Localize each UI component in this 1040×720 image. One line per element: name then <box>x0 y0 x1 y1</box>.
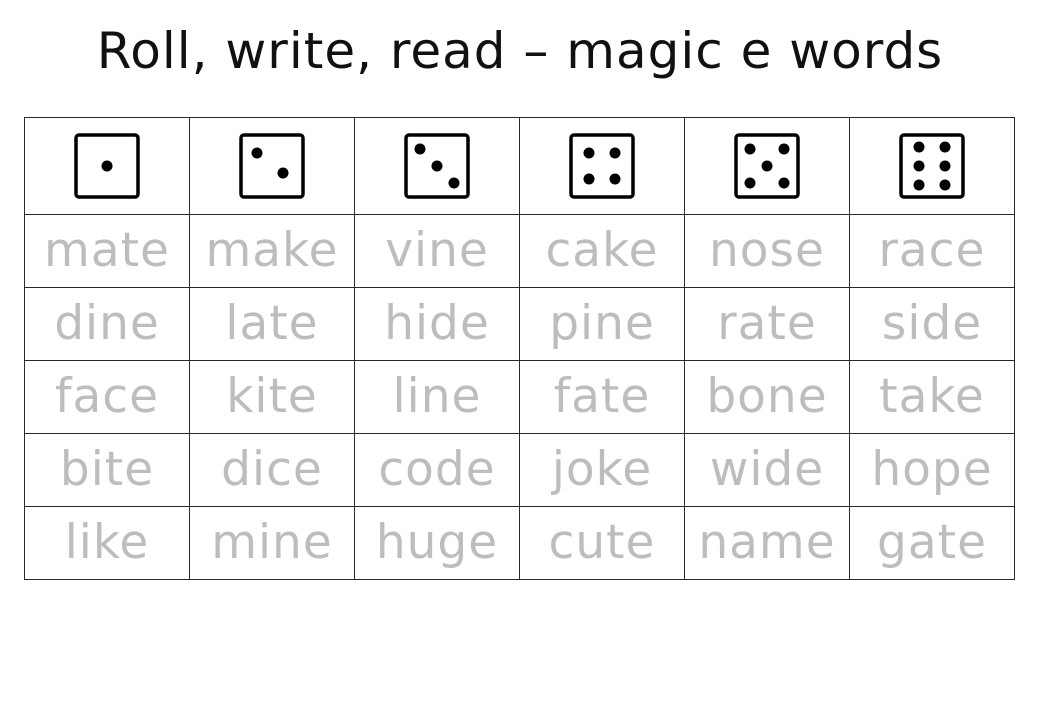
die-face-1-icon <box>74 133 140 199</box>
word-cell: fate <box>519 360 685 434</box>
word-cell: bite <box>24 433 190 507</box>
trace-word: huge <box>375 515 499 570</box>
trace-word: like <box>64 515 150 570</box>
die-cell <box>354 117 520 215</box>
trace-word: line <box>392 369 482 424</box>
trace-word: dine <box>54 296 160 351</box>
word-cell: rate <box>684 287 850 361</box>
word-cell: vine <box>354 214 520 288</box>
word-row-5: like mine huge cute name gate <box>24 506 1015 580</box>
die-face-6-icon <box>899 133 965 199</box>
word-cell: name <box>684 506 850 580</box>
worksheet-title: Roll, write, read – magic e words <box>96 22 944 80</box>
word-cell: huge <box>354 506 520 580</box>
trace-word: mine <box>211 515 333 570</box>
dice-header-row <box>24 117 1015 215</box>
die-cell <box>849 117 1015 215</box>
die-face-5-icon <box>734 133 800 199</box>
word-cell: race <box>849 214 1015 288</box>
trace-word: name <box>698 515 836 570</box>
die-cell <box>684 117 850 215</box>
word-cell: wide <box>684 433 850 507</box>
word-cell: joke <box>519 433 685 507</box>
word-cell: nose <box>684 214 850 288</box>
die-cell <box>24 117 190 215</box>
trace-word: kite <box>226 369 318 424</box>
trace-word: race <box>878 223 986 278</box>
word-cell: mine <box>189 506 355 580</box>
word-cell: code <box>354 433 520 507</box>
word-cell: dice <box>189 433 355 507</box>
die-face-3-icon <box>404 133 470 199</box>
word-cell: pine <box>519 287 685 361</box>
word-grid: mate make vine cake nose race dine late … <box>24 117 1015 580</box>
trace-word: nose <box>709 223 825 278</box>
trace-word: bone <box>706 369 828 424</box>
die-cell <box>189 117 355 215</box>
die-face-2-icon <box>239 133 305 199</box>
die-cell <box>519 117 685 215</box>
trace-word: make <box>205 223 339 278</box>
word-cell: hide <box>354 287 520 361</box>
trace-word: joke <box>551 442 653 497</box>
trace-word: cake <box>545 223 659 278</box>
word-cell: face <box>24 360 190 434</box>
word-row-4: bite dice code joke wide hope <box>24 433 1015 507</box>
trace-word: hope <box>871 442 993 497</box>
trace-word: mate <box>44 223 170 278</box>
trace-word: pine <box>549 296 655 351</box>
word-row-3: face kite line fate bone take <box>24 360 1015 434</box>
trace-word: gate <box>877 515 987 570</box>
trace-word: code <box>378 442 496 497</box>
trace-word: hide <box>384 296 490 351</box>
word-row-2: dine late hide pine rate side <box>24 287 1015 361</box>
trace-word: dice <box>221 442 323 497</box>
word-cell: hope <box>849 433 1015 507</box>
word-cell: kite <box>189 360 355 434</box>
trace-word: take <box>879 369 985 424</box>
word-cell: line <box>354 360 520 434</box>
word-cell: mate <box>24 214 190 288</box>
word-cell: bone <box>684 360 850 434</box>
trace-word: rate <box>717 296 817 351</box>
word-cell: dine <box>24 287 190 361</box>
trace-word: wide <box>709 442 825 497</box>
die-face-4-icon <box>569 133 635 199</box>
word-cell: take <box>849 360 1015 434</box>
word-row-1: mate make vine cake nose race <box>24 214 1015 288</box>
word-cell: make <box>189 214 355 288</box>
word-cell: cake <box>519 214 685 288</box>
trace-word: late <box>225 296 319 351</box>
trace-word: cute <box>548 515 656 570</box>
trace-word: fate <box>553 369 651 424</box>
trace-word: vine <box>385 223 489 278</box>
trace-word: bite <box>59 442 155 497</box>
trace-word: side <box>881 296 983 351</box>
word-cell: cute <box>519 506 685 580</box>
word-cell: gate <box>849 506 1015 580</box>
word-cell: side <box>849 287 1015 361</box>
word-cell: late <box>189 287 355 361</box>
word-cell: like <box>24 506 190 580</box>
trace-word: face <box>54 369 160 424</box>
